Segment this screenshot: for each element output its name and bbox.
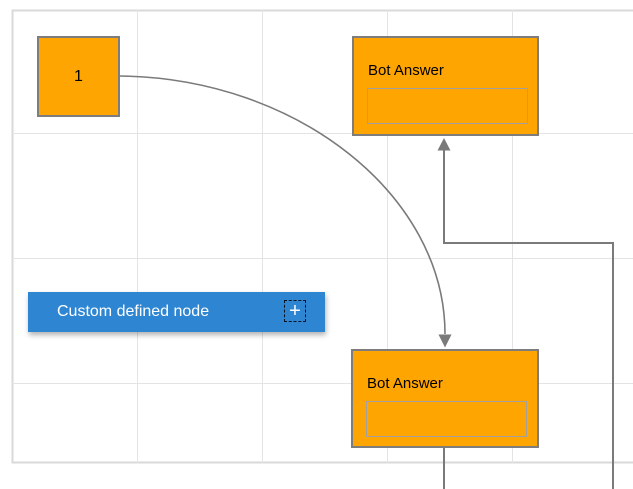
plus-icon: + (289, 300, 301, 322)
bot-answer-text-box[interactable] (366, 401, 527, 437)
start-node-label: 1 (74, 67, 83, 85)
custom-node-label: Custom defined node (57, 303, 210, 320)
arrowhead-up-icon (437, 138, 451, 151)
custom-defined-node[interactable]: Custom defined node + (28, 292, 325, 332)
canvas-border (11, 9, 633, 464)
bot-answer-title: Bot Answer (368, 62, 444, 79)
add-button[interactable]: + (284, 300, 306, 322)
bot-answer-text-box[interactable] (367, 88, 528, 124)
bot-answer-node-bottom[interactable]: Bot Answer (351, 349, 539, 448)
bot-answer-node-top[interactable]: Bot Answer (352, 36, 539, 136)
start-node[interactable]: 1 (37, 36, 120, 117)
bot-answer-title: Bot Answer (367, 375, 443, 392)
connector-elbow-to-top[interactable] (437, 138, 614, 489)
arrowhead-down-icon (438, 334, 452, 348)
connector-curve-start-to-bottom[interactable] (119, 75, 452, 348)
